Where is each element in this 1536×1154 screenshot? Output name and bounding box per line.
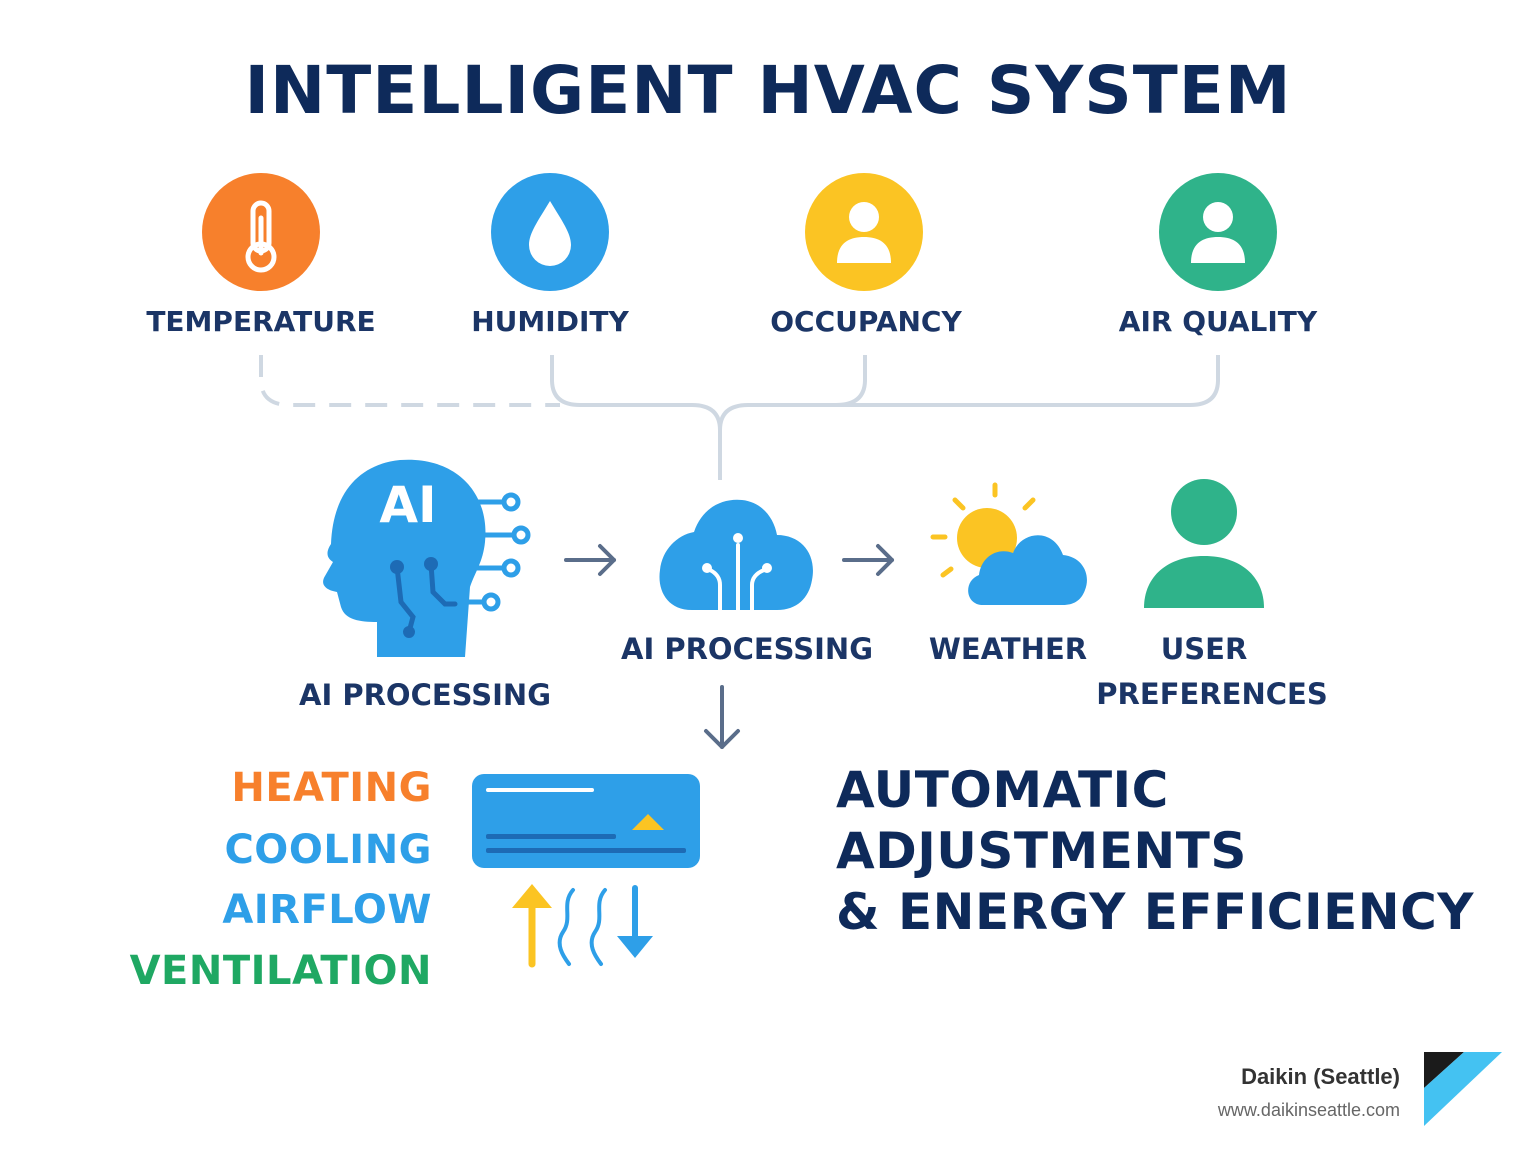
ai-text: AI: [379, 476, 436, 534]
sensor-label-air-quality: AIR QUALITY: [1118, 305, 1318, 338]
arrow-down-blue-icon: [617, 885, 653, 958]
arrow-right-icon: [842, 544, 894, 576]
person-icon: [837, 202, 891, 263]
arrow-up-icon: [512, 884, 552, 968]
mode-airflow: AIRFLOW: [222, 887, 432, 933]
user-preferences-label-line1: USER: [1160, 632, 1248, 666]
occupancy-sensor-icon: [805, 173, 923, 291]
brand-name: Daikin (Seattle): [1241, 1064, 1400, 1089]
water-drop-icon: [529, 201, 571, 266]
temperature-sensor-icon: [202, 173, 320, 291]
sensor-label-temperature: TEMPERATURE: [146, 305, 376, 338]
cloud-processing-icon: [659, 499, 813, 612]
person-icon: [1191, 202, 1245, 263]
wavy-air-icon: [557, 888, 607, 966]
result-line-2: ADJUSTMENTS: [836, 822, 1247, 880]
airflow-arrows-icon: [512, 884, 653, 968]
ai-head-label: AI PROCESSING: [299, 678, 551, 712]
cloud-processing-label: AI PROCESSING: [621, 632, 873, 666]
result-line-3: & ENERGY EFFICIENCY: [836, 883, 1474, 941]
user-person-icon: [1144, 479, 1264, 608]
brand-url: www.daikinseattle.com: [1217, 1100, 1400, 1120]
arrow-down-icon: [704, 685, 740, 749]
weather-label: WEATHER: [928, 632, 1088, 666]
sensor-label-humidity: HUMIDITY: [471, 305, 629, 338]
thermometer-icon: [245, 200, 277, 273]
air-conditioner-icon: [472, 774, 700, 868]
daikin-logo-icon: [1424, 1052, 1502, 1126]
page-title: INTELLIGENT HVAC SYSTEM: [244, 52, 1292, 129]
mode-ventilation: VENTILATION: [129, 948, 432, 994]
air-quality-sensor-icon: [1159, 173, 1277, 291]
humidity-sensor-icon: [491, 173, 609, 291]
arrow-right-icon: [564, 544, 616, 576]
ai-head-icon: AI: [323, 459, 531, 657]
mode-cooling: COOLING: [224, 827, 432, 873]
user-preferences-label-line2: PREFERENCES: [1096, 677, 1328, 711]
result-line-1: AUTOMATIC: [836, 761, 1169, 819]
weather-icon: [930, 482, 1087, 605]
mode-heating: HEATING: [231, 765, 432, 811]
sensor-label-occupancy: OCCUPANCY: [770, 305, 962, 338]
